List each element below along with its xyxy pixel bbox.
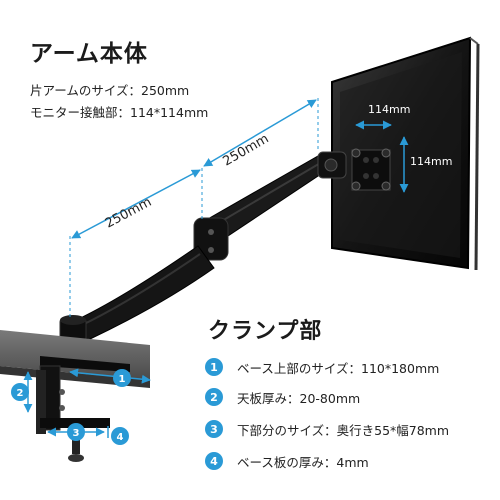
number-badge: 1 xyxy=(205,358,223,376)
number-badge: 3 xyxy=(205,420,223,438)
number-badge: 4 xyxy=(205,452,223,470)
arm-section-title: アーム本体 xyxy=(30,41,148,67)
vesa-size-spec: モニター接触部：114*114mm xyxy=(30,105,209,120)
clamp-callouts: 1 2 3 4 xyxy=(11,368,151,445)
callout-2: 2 xyxy=(17,388,24,399)
callout-4: 4 xyxy=(117,432,124,443)
arm-size-spec: 片アームのサイズ：250mm xyxy=(30,83,190,98)
clamp-spec-item: 2 天板厚み：20-80mm xyxy=(205,386,360,408)
arm-upper-arrow xyxy=(203,99,317,167)
clamp-spec-item: 3 下部分のサイズ：奥行き55*幅78mm xyxy=(205,418,449,440)
clamp-spec-text: 下部分のサイズ：奥行き55*幅78mm xyxy=(237,422,450,438)
vesa-width-label: 114mm xyxy=(368,103,410,116)
arm-lower-arrow xyxy=(71,169,201,239)
clamp-spec-item: 4 ベース板の厚み：4mm xyxy=(205,450,369,472)
callout-1: 1 xyxy=(119,374,126,385)
vesa-height-label: 114mm xyxy=(410,155,452,168)
arm-upper-length-label: 250mm xyxy=(221,131,272,169)
callout-3: 3 xyxy=(73,428,80,439)
clamp-spec-text: ベース板の厚み：4mm xyxy=(237,454,369,470)
vesa-mount-plate xyxy=(351,148,391,191)
clamp-spec-item: 1 ベース上部のサイズ：110*180mm xyxy=(205,356,439,378)
monitor-arm xyxy=(59,151,347,359)
number-badge: 2 xyxy=(205,388,223,406)
arm-lower-length-label: 250mm xyxy=(103,195,154,232)
clamp-spec-text: ベース上部のサイズ：110*180mm xyxy=(237,360,440,376)
clamp-spec-text: 天板厚み：20-80mm xyxy=(237,390,361,406)
clamp-section-title: クランプ部 xyxy=(208,319,323,344)
arm-dimension-guides xyxy=(69,98,319,318)
